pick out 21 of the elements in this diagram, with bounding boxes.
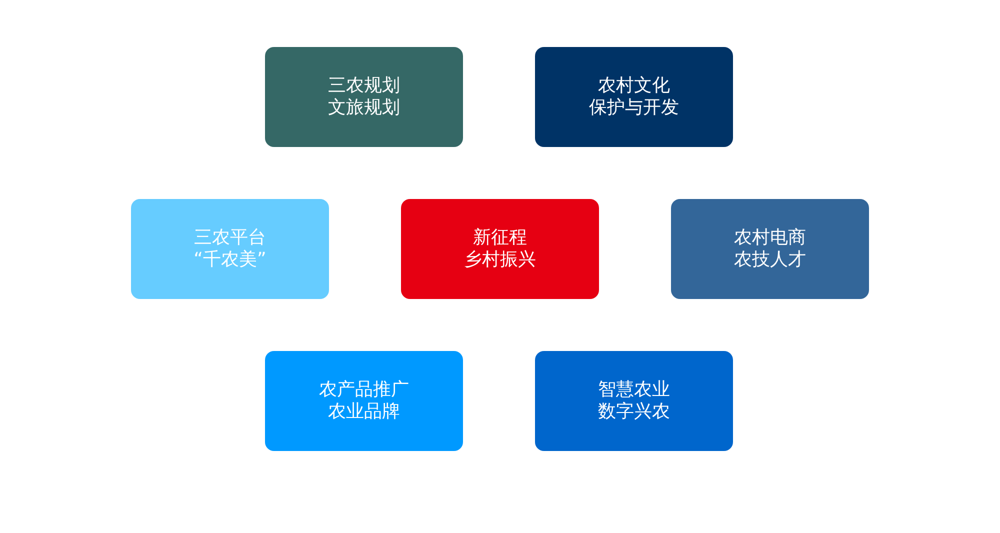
box-label: 数字兴农 (598, 401, 670, 423)
box-label: 文旅规划 (328, 97, 400, 119)
box-label: 农技人才 (734, 249, 806, 271)
box-label: 农产品推广 (319, 379, 409, 401)
category-box (671, 199, 869, 299)
box-label: 保护与开发 (589, 97, 679, 119)
box-label: 三农平台 (194, 227, 266, 249)
category-box (265, 47, 463, 147)
category-box (535, 47, 733, 147)
box-label: “千农美” (194, 249, 266, 271)
box-label: 农业品牌 (328, 401, 400, 423)
box-label: 三农规划 (328, 75, 400, 97)
category-box (535, 351, 733, 451)
category-box (131, 199, 329, 299)
box-label: 农村电商 (734, 227, 806, 249)
box-label: 农村文化 (598, 75, 670, 97)
box-label: 乡村振兴 (464, 249, 536, 271)
box-label: 新征程 (473, 227, 527, 249)
box-label: 智慧农业 (598, 379, 670, 401)
category-box (265, 351, 463, 451)
category-box (401, 199, 599, 299)
